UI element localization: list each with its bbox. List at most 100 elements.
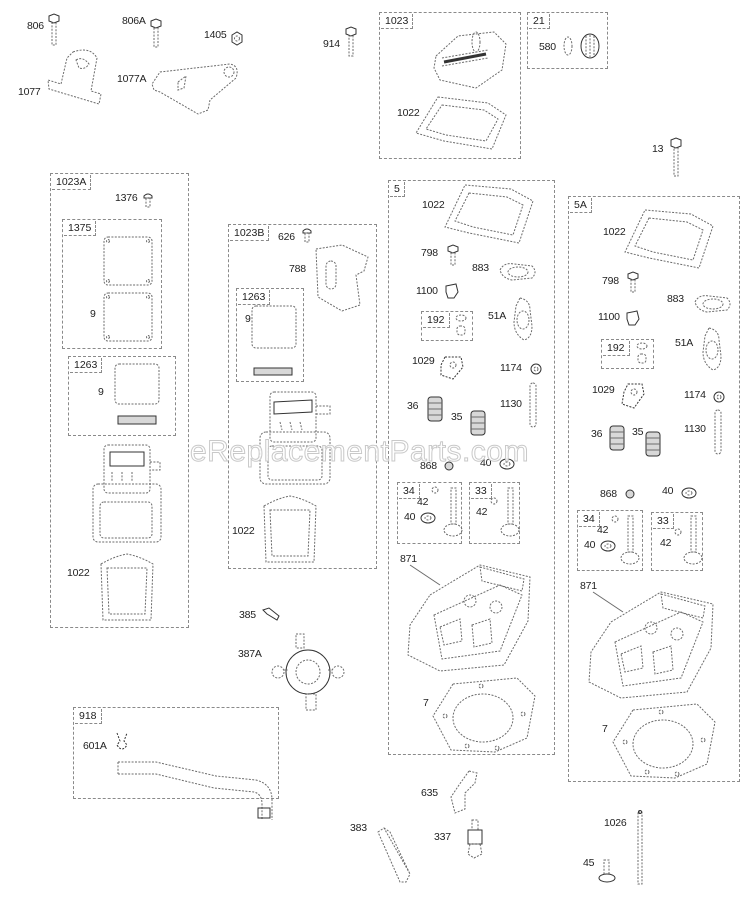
group-1023B: 1023B bbox=[228, 224, 377, 569]
callout-36[interactable]: 36 bbox=[591, 428, 603, 440]
callout-1130[interactable]: 1130 bbox=[684, 423, 706, 435]
bolt-806-icon bbox=[48, 13, 60, 46]
callout-798[interactable]: 798 bbox=[421, 247, 438, 259]
callout-7[interactable]: 7 bbox=[602, 723, 608, 735]
group-tag-918[interactable]: 918 bbox=[75, 709, 102, 724]
gasket-9-icon bbox=[114, 363, 160, 405]
group-tag-1263[interactable]: 1263 bbox=[70, 358, 103, 373]
fitting-385-icon bbox=[262, 607, 280, 621]
callout-1022[interactable]: 1022 bbox=[232, 525, 255, 537]
callout-13[interactable]: 13 bbox=[652, 143, 664, 155]
callout-1022[interactable]: 1022 bbox=[67, 567, 90, 579]
callout-42[interactable]: 42 bbox=[597, 524, 609, 536]
callout-45[interactable]: 45 bbox=[583, 857, 595, 869]
group-tag-192[interactable]: 192 bbox=[603, 341, 630, 356]
callout-868[interactable]: 868 bbox=[420, 460, 437, 472]
callout-1077A[interactable]: 1077A bbox=[117, 73, 147, 85]
callout-806A[interactable]: 806A bbox=[122, 15, 146, 27]
seal-42-icon bbox=[431, 486, 439, 494]
group-tag-1023B[interactable]: 1023B bbox=[230, 226, 270, 241]
spring-35-icon bbox=[645, 431, 661, 457]
callout-1376[interactable]: 1376 bbox=[115, 192, 138, 204]
callout-1130[interactable]: 1130 bbox=[500, 398, 522, 410]
group-tag-5[interactable]: 5 bbox=[390, 182, 405, 197]
callout-387A[interactable]: 387A bbox=[238, 648, 262, 660]
callout-36[interactable]: 36 bbox=[407, 400, 419, 412]
valve-cover-1023B-icon bbox=[259, 391, 331, 485]
callout-51A[interactable]: 51A bbox=[488, 310, 507, 322]
callout-788[interactable]: 788 bbox=[289, 263, 306, 275]
callout-635[interactable]: 635 bbox=[421, 787, 438, 799]
screw-1376-icon bbox=[143, 193, 153, 208]
callout-626[interactable]: 626 bbox=[278, 231, 295, 243]
group-tag-5A[interactable]: 5A bbox=[570, 198, 592, 213]
callout-1022[interactable]: 1022 bbox=[603, 226, 626, 238]
group-tag-1375[interactable]: 1375 bbox=[64, 221, 97, 236]
head-gasket-7-icon bbox=[432, 677, 536, 753]
subgroup-34: 34 bbox=[577, 510, 643, 571]
callout-42[interactable]: 42 bbox=[417, 496, 429, 508]
spark-plug-337-icon bbox=[467, 819, 483, 859]
callout-580[interactable]: 580 bbox=[539, 41, 556, 53]
callout-35[interactable]: 35 bbox=[451, 411, 463, 423]
callout-1405[interactable]: 1405 bbox=[204, 29, 227, 41]
gasket-9-icon bbox=[251, 305, 297, 349]
callout-1022[interactable]: 1022 bbox=[422, 199, 445, 211]
subgroup-1263: 1263 bbox=[68, 356, 176, 436]
group-tag-33[interactable]: 33 bbox=[471, 484, 492, 499]
group-tag-192[interactable]: 192 bbox=[423, 313, 450, 328]
breather-fitting-45-icon bbox=[598, 859, 616, 883]
callout-51A[interactable]: 51A bbox=[675, 337, 694, 349]
callout-1100[interactable]: 1100 bbox=[416, 285, 438, 297]
callout-871[interactable]: 871 bbox=[580, 580, 597, 592]
group-tag-34[interactable]: 34 bbox=[579, 512, 600, 527]
breather-element-icon bbox=[117, 415, 157, 425]
callout-35[interactable]: 35 bbox=[632, 426, 644, 438]
callout-9[interactable]: 9 bbox=[245, 313, 251, 325]
callout-42[interactable]: 42 bbox=[660, 537, 672, 549]
group-tag-1023A[interactable]: 1023A bbox=[52, 175, 92, 190]
callout-9[interactable]: 9 bbox=[90, 308, 96, 320]
callout-385[interactable]: 385 bbox=[239, 609, 256, 621]
callout-40[interactable]: 40 bbox=[480, 457, 492, 469]
callout-40[interactable]: 40 bbox=[584, 539, 596, 551]
callout-40[interactable]: 40 bbox=[662, 485, 674, 497]
group-tag-21[interactable]: 21 bbox=[529, 14, 550, 29]
callout-337[interactable]: 337 bbox=[434, 831, 451, 843]
gasket-1022-icon bbox=[444, 184, 534, 244]
callout-1026[interactable]: 1026 bbox=[604, 817, 627, 829]
callout-883[interactable]: 883 bbox=[667, 293, 684, 305]
cylinder-head-871-icon bbox=[407, 564, 531, 672]
seal-42-icon bbox=[490, 497, 498, 505]
pushrod-1130-icon bbox=[714, 409, 722, 455]
group-tag-33[interactable]: 33 bbox=[653, 514, 674, 529]
callout-601A[interactable]: 601A bbox=[83, 740, 107, 752]
group-tag-1263[interactable]: 1263 bbox=[238, 290, 271, 305]
callout-798[interactable]: 798 bbox=[602, 275, 619, 287]
callout-1174[interactable]: 1174 bbox=[500, 362, 522, 374]
screw-626-icon bbox=[302, 228, 312, 243]
callout-1174[interactable]: 1174 bbox=[684, 389, 706, 401]
group-5: 5 bbox=[388, 180, 555, 755]
callout-868[interactable]: 868 bbox=[600, 488, 617, 500]
callout-42[interactable]: 42 bbox=[476, 506, 488, 518]
callout-1029[interactable]: 1029 bbox=[592, 384, 615, 396]
group-tag-34[interactable]: 34 bbox=[399, 484, 420, 499]
gasket-883-icon bbox=[499, 263, 536, 281]
callout-871[interactable]: 871 bbox=[400, 553, 417, 565]
callout-7[interactable]: 7 bbox=[423, 697, 429, 709]
callout-40[interactable]: 40 bbox=[404, 511, 416, 523]
callout-1022[interactable]: 1022 bbox=[397, 107, 420, 119]
callout-1077[interactable]: 1077 bbox=[18, 86, 41, 98]
callout-9[interactable]: 9 bbox=[98, 386, 104, 398]
callout-383[interactable]: 383 bbox=[350, 822, 367, 834]
valve-intake-icon bbox=[620, 515, 640, 565]
callout-1029[interactable]: 1029 bbox=[412, 355, 435, 367]
spring-36-icon bbox=[427, 396, 443, 422]
group-tag-1023[interactable]: 1023 bbox=[381, 14, 414, 29]
callout-914[interactable]: 914 bbox=[323, 38, 340, 50]
callout-806[interactable]: 806 bbox=[27, 20, 44, 32]
callout-883[interactable]: 883 bbox=[472, 262, 489, 274]
bolt-806A-icon bbox=[150, 18, 162, 48]
callout-1100[interactable]: 1100 bbox=[598, 311, 620, 323]
